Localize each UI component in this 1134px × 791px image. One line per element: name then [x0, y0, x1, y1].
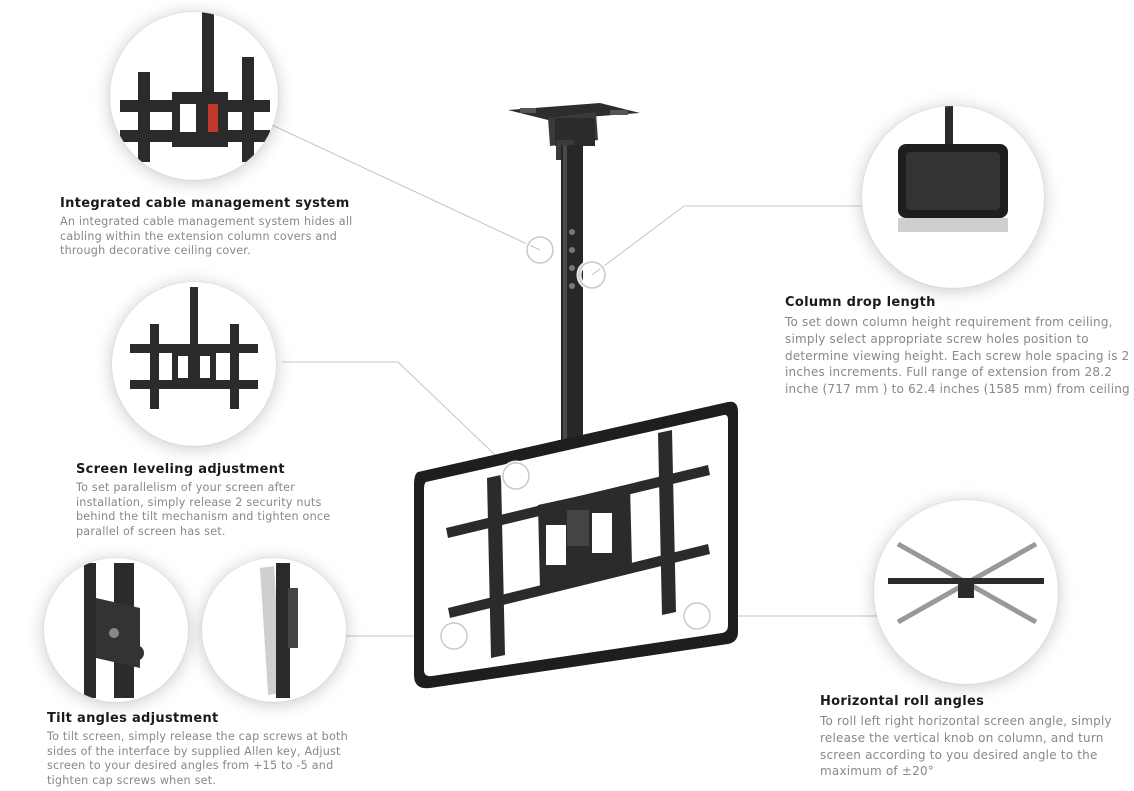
tilt-detail-bubble-1 — [44, 558, 188, 702]
feature-description: To roll left right horizontal screen ang… — [820, 714, 1112, 779]
feature-title: Column drop length — [785, 295, 936, 310]
feature-title: Integrated cable management system — [60, 196, 350, 211]
feature-title: Screen leveling adjustment — [76, 462, 285, 477]
feature-description: To set parallelism of your screen after … — [76, 481, 331, 538]
feature-description: To tilt screen, simply release the cap s… — [47, 730, 348, 787]
horizontal-roll-bubble — [874, 500, 1058, 684]
feature-column-drop: Column drop length To set down column he… — [785, 295, 1130, 398]
feature-description: To set down column height requirement fr… — [785, 315, 1130, 397]
callout-markers — [438, 234, 713, 652]
feature-title: Tilt angles adjustment — [47, 711, 219, 726]
feature-cable-management: Integrated cable management system An in… — [60, 196, 360, 259]
vesa-bracket — [446, 430, 710, 658]
feature-title: Horizontal roll angles — [820, 694, 985, 709]
feature-horizontal-roll: Horizontal roll angles To roll left righ… — [820, 694, 1120, 780]
cable-management-bubble — [110, 12, 278, 180]
screen-leveling-bubble — [112, 282, 276, 446]
tilt-detail-bubble-2 — [202, 558, 346, 702]
leader-line-cable — [271, 124, 541, 251]
leader-line-drop — [591, 205, 685, 276]
feature-tilt-angles: Tilt angles adjustment To tilt screen, s… — [47, 711, 365, 788]
feature-description: An integrated cable management system hi… — [60, 215, 353, 258]
column-drop-bubble — [862, 106, 1044, 288]
feature-screen-leveling: Screen leveling adjustment To set parall… — [76, 462, 338, 539]
